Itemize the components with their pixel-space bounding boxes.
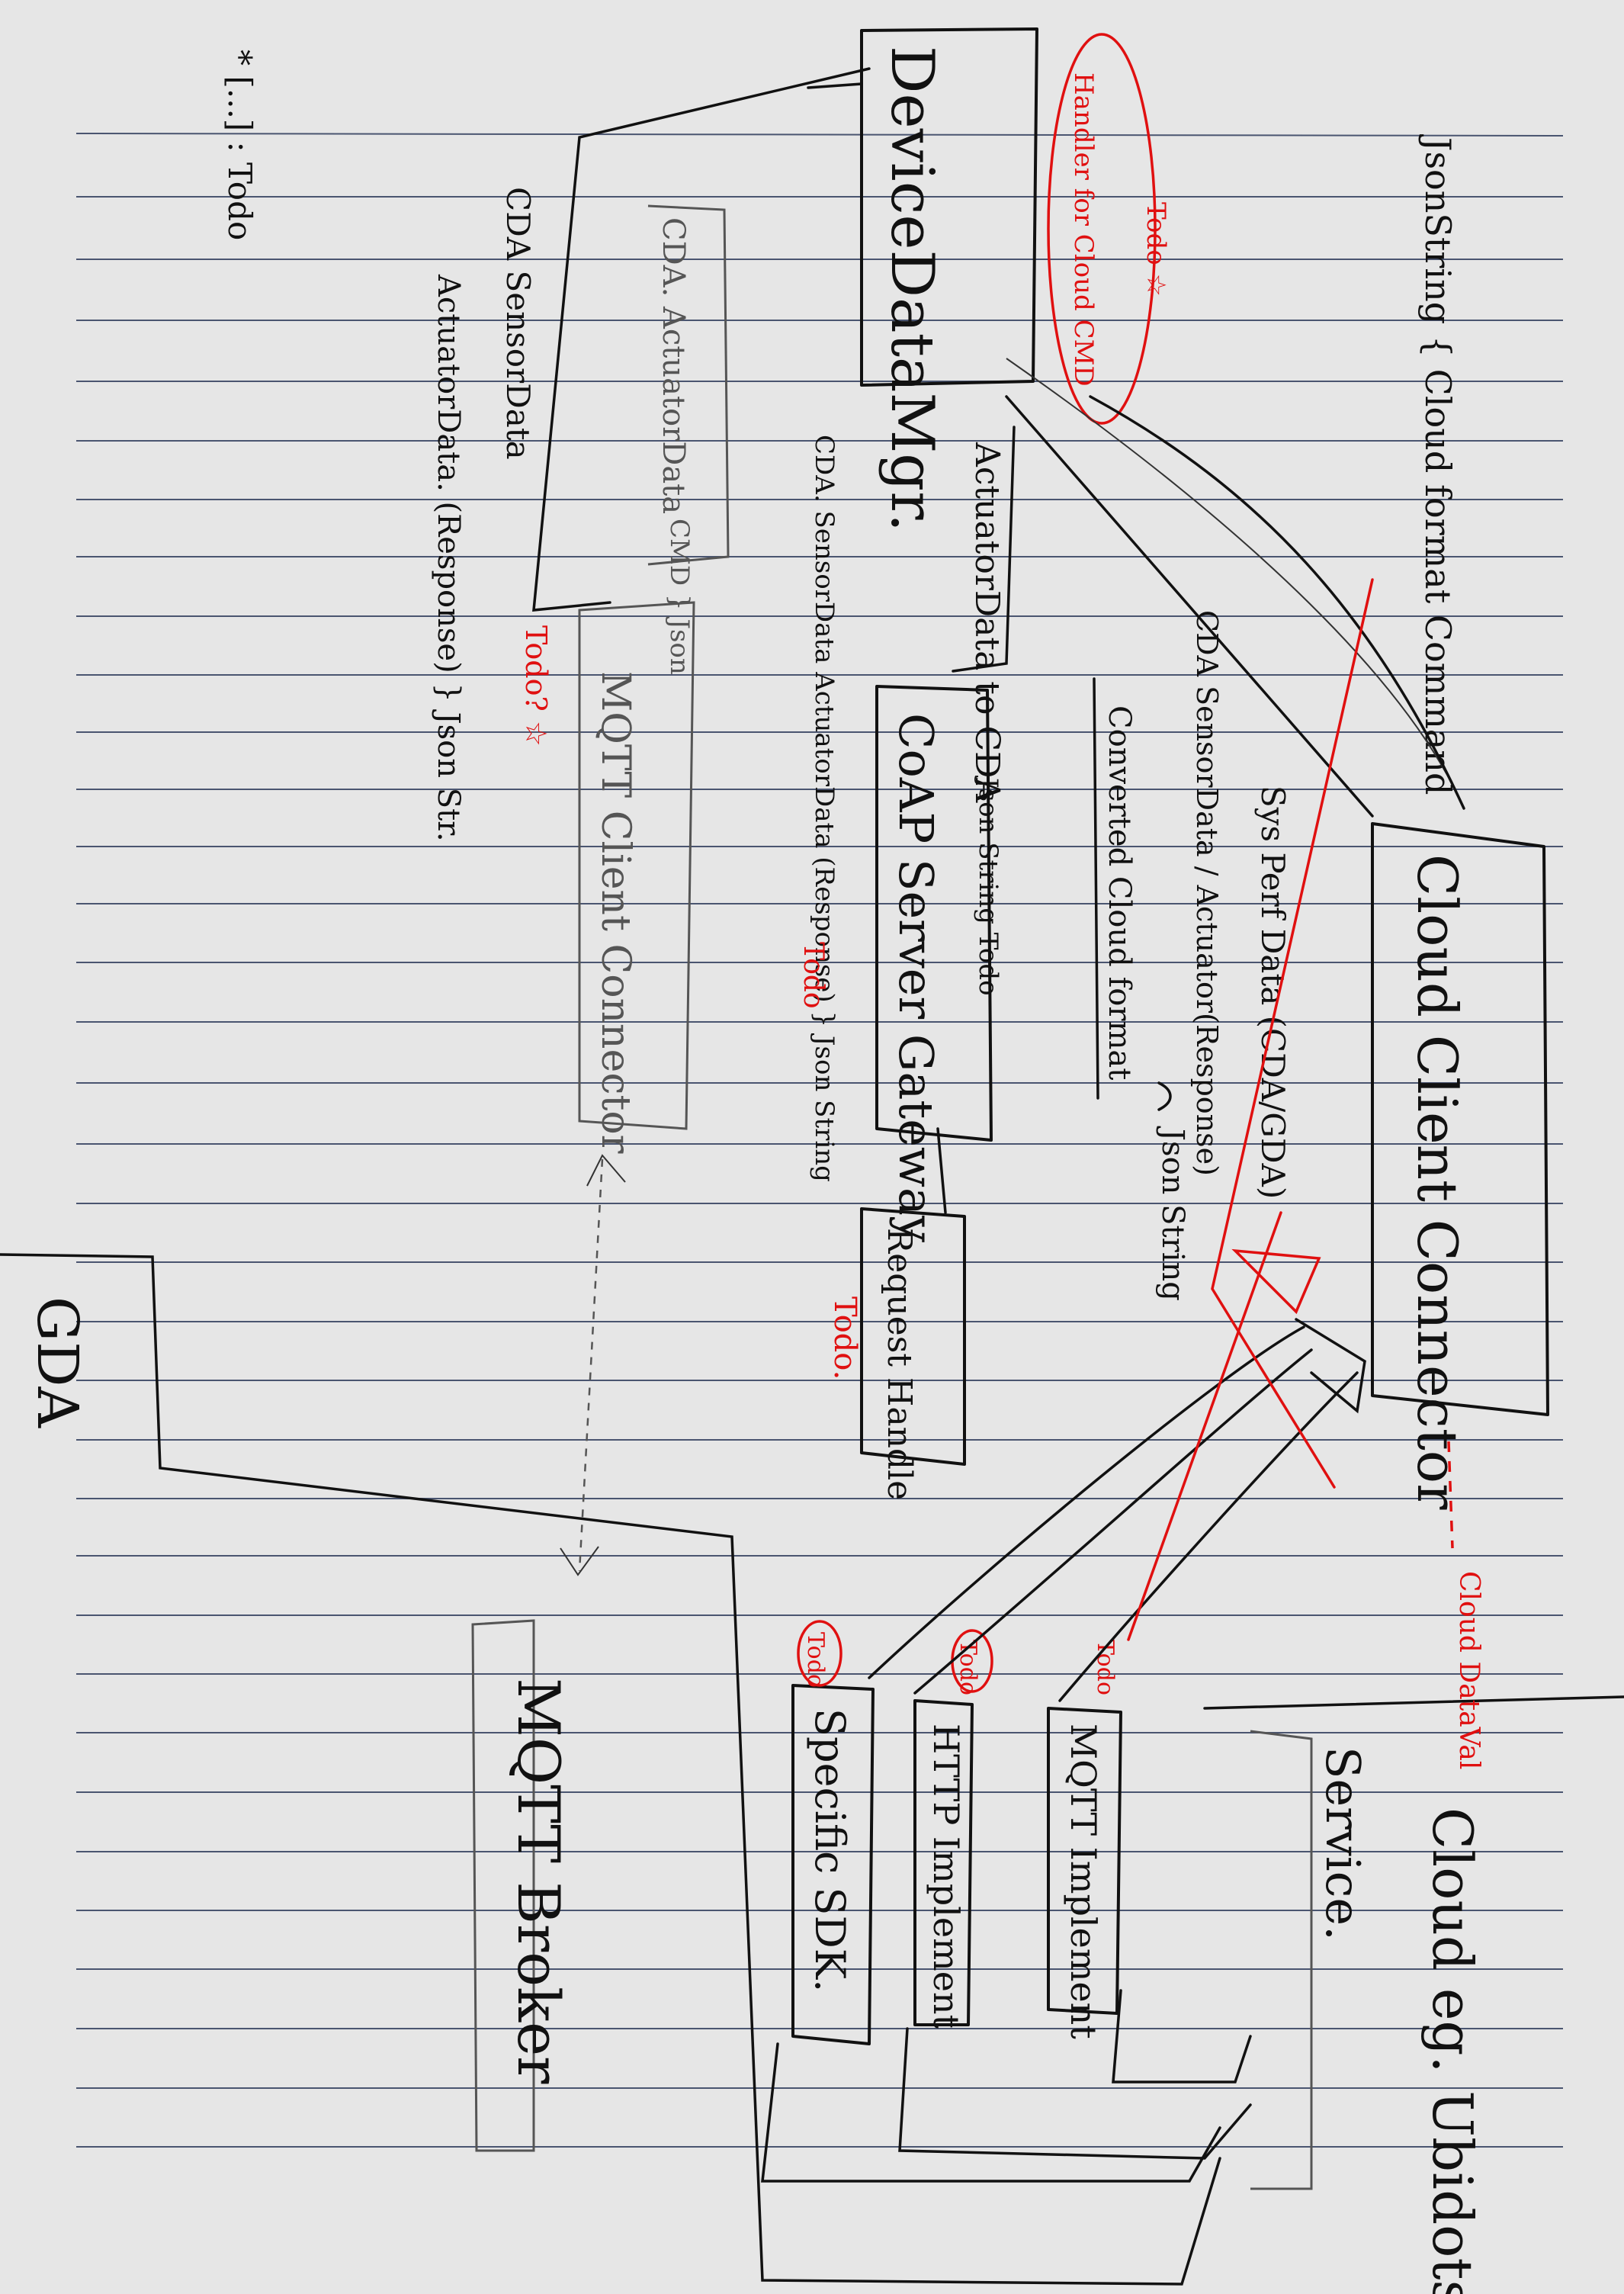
coap-server-gateway-label: CoAP Server Gateway [888,713,944,1242]
cloud-dataval-note: Cloud DataVal [1447,1441,1484,1769]
http-implement-box: HTTP Implement [913,1699,974,2029]
handler-cloud-cmd-note: Handler for Cloud CMD Todo ☆ [1047,33,1171,425]
specific-sdk-box: Specific SDK. [791,1684,875,2045]
cda-sensor-data-label: CDA SensorData [499,187,537,460]
service-label: Service. [1315,1746,1371,1941]
mqtt-broker-label: MQTT Broker [505,1678,573,2084]
coap-server-gateway-box: CoAP Server Gateway [875,685,993,1242]
cmd-json-label: CMD } Json [664,519,695,675]
json-string-right-label: Json String [1155,1126,1190,1301]
request-handler-box: Request Handle Todo. [827,1207,966,1500]
cda-sensor-actuator-label: CDA SensorData / Actuator(Response) [1190,610,1224,1176]
http-implement-label: HTTP Implement [926,1724,967,2029]
mqtt-broker-box: MQTT Broker [471,1619,573,2152]
todo-dot-label: Todo. [827,1296,862,1380]
todo-marks: Todo Todo Todo [797,1620,1119,1695]
mqtt-client-connector-box: MQTT Client Connector [578,601,695,1154]
sys-perf-data-label: Sys Perf Data (CDA/GDA) [1254,786,1292,1199]
cda-sensor-actuator-response-label: CDA. SensorData ActuatorData (Response) … [809,435,839,1182]
device-data-mgr-box: DeviceDataMgr. [860,27,1038,532]
cda-actuator-data-label: CDA. ActuatorData [656,217,691,514]
todo-label-2: Todo [802,1632,829,1688]
json-cloud-format-command: JsonString { Cloud format Command [1417,134,1459,795]
cloud-client-connector-label: Cloud Client Connector [1405,854,1469,1510]
device-data-mgr-label: DeviceDataMgr. [878,46,946,532]
actuator-data-response-label: ActuatorData. (Response) } Json Str. [431,274,466,842]
handler-cloud-cmd-label: Handler for Cloud CMD [1068,72,1099,387]
legend-text: * [...] : Todo [221,50,258,240]
cloud-service-area: Cloud eg. Ubidots Service. [1203,1695,1624,2294]
todo-star2-label: Todo? ☆ [519,625,553,747]
ruled-lines [75,133,1564,2148]
todo-star-label: Todo ☆ [1141,202,1171,297]
cda-actuator-data-box: CDA. ActuatorData CMD } Json [647,204,730,675]
cloud-client-connector-box: Cloud Client Connector [1371,822,1549,1510]
mqtt-implement-label: MQTT Implement [1063,1724,1104,2039]
gda-boundary: GDA [0,1253,1221,2286]
cloud-eg-ubidots-label: Cloud eg. Ubidots [1420,1807,1484,2294]
cloud-dataval-label: Cloud DataVal [1453,1571,1484,1769]
mqtt-client-connector-label: MQTT Client Connector [592,671,638,1154]
todo-label-1: Todo [798,942,829,1009]
gda-label: GDA [24,1296,90,1428]
specific-sdk-label: Specific SDK. [806,1708,854,1992]
converted-cloud-format-label: Converted Cloud format [1102,705,1137,1080]
mqtt-implement-box: MQTT Implement [1047,1707,1122,2039]
request-handler-label: Request Handle [880,1228,919,1500]
